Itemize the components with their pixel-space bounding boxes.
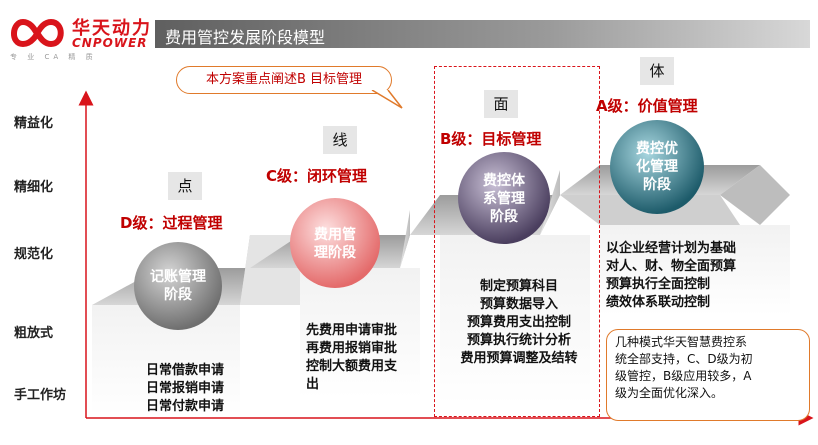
step-4-front — [600, 225, 790, 315]
stage-d-grade: D级：过程管理 — [120, 214, 223, 232]
stage-c-grade: C级：闭环管理 — [266, 167, 368, 185]
stage-b-circle — [458, 152, 550, 244]
brand-name-cn: 华天动力 — [72, 18, 152, 39]
stage-b-level: 面 — [484, 90, 518, 118]
brand-name-en: CNPOWER — [72, 36, 148, 50]
callout-pointer — [371, 90, 403, 109]
stage-c-circle-label: 费用管理阶段 — [314, 227, 356, 261]
level-label-manual: 手工作坊 — [14, 388, 67, 403]
stage-a-circle-label: 费控优化管理阶段 — [636, 141, 678, 193]
stage-a-circle — [610, 120, 704, 214]
focus-callout: 本方案重点阐述B 目标管理 — [176, 66, 392, 94]
stage-b-circle-label: 费控体系管理阶段 — [483, 173, 525, 225]
stage-c-items: 先费用申请审批再费用报销审批控制大额费用支出 — [306, 323, 398, 392]
stage-d-circle — [134, 242, 222, 330]
stage-d-level: 点 — [168, 172, 202, 200]
level-label-refined: 精细化 — [14, 180, 54, 195]
step-3-front — [440, 235, 590, 405]
stage-a-grade: A级：价值管理 — [596, 97, 698, 115]
stage-c-level: 线 — [323, 126, 357, 154]
level-label-standardized: 规范化 — [14, 247, 54, 262]
stage-b-grade: B级：目标管理 — [440, 130, 542, 148]
stage-b-highlight — [434, 66, 600, 417]
stage-d-circle-label: 记账管理阶段 — [150, 269, 206, 303]
level-label-lean: 精益化 — [14, 116, 54, 131]
stage-c-circle — [290, 198, 380, 288]
level-label-extensive: 粗放式 — [14, 326, 54, 341]
stage-a-level: 体 — [640, 57, 674, 85]
brand-tagline: 专 业 CA 精 质 — [10, 53, 97, 61]
stage-b-items: 制定预算科目预算数据导入预算费用支出控制预算执行统计分析费用预算调整及结转 — [460, 279, 578, 366]
stage-d-items: 日常借款申请日常报销申请日常付款申请 — [146, 363, 225, 414]
step-2-front — [300, 268, 420, 398]
page-title: 费用管控发展阶段模型 — [165, 28, 326, 47]
title-bar — [155, 20, 810, 48]
stage-a-items: 以企业经营计划为基础对人、财、物全面预算预算执行全面控制绩效体系联动控制 — [606, 241, 737, 310]
brand-logo-icon — [11, 18, 64, 48]
